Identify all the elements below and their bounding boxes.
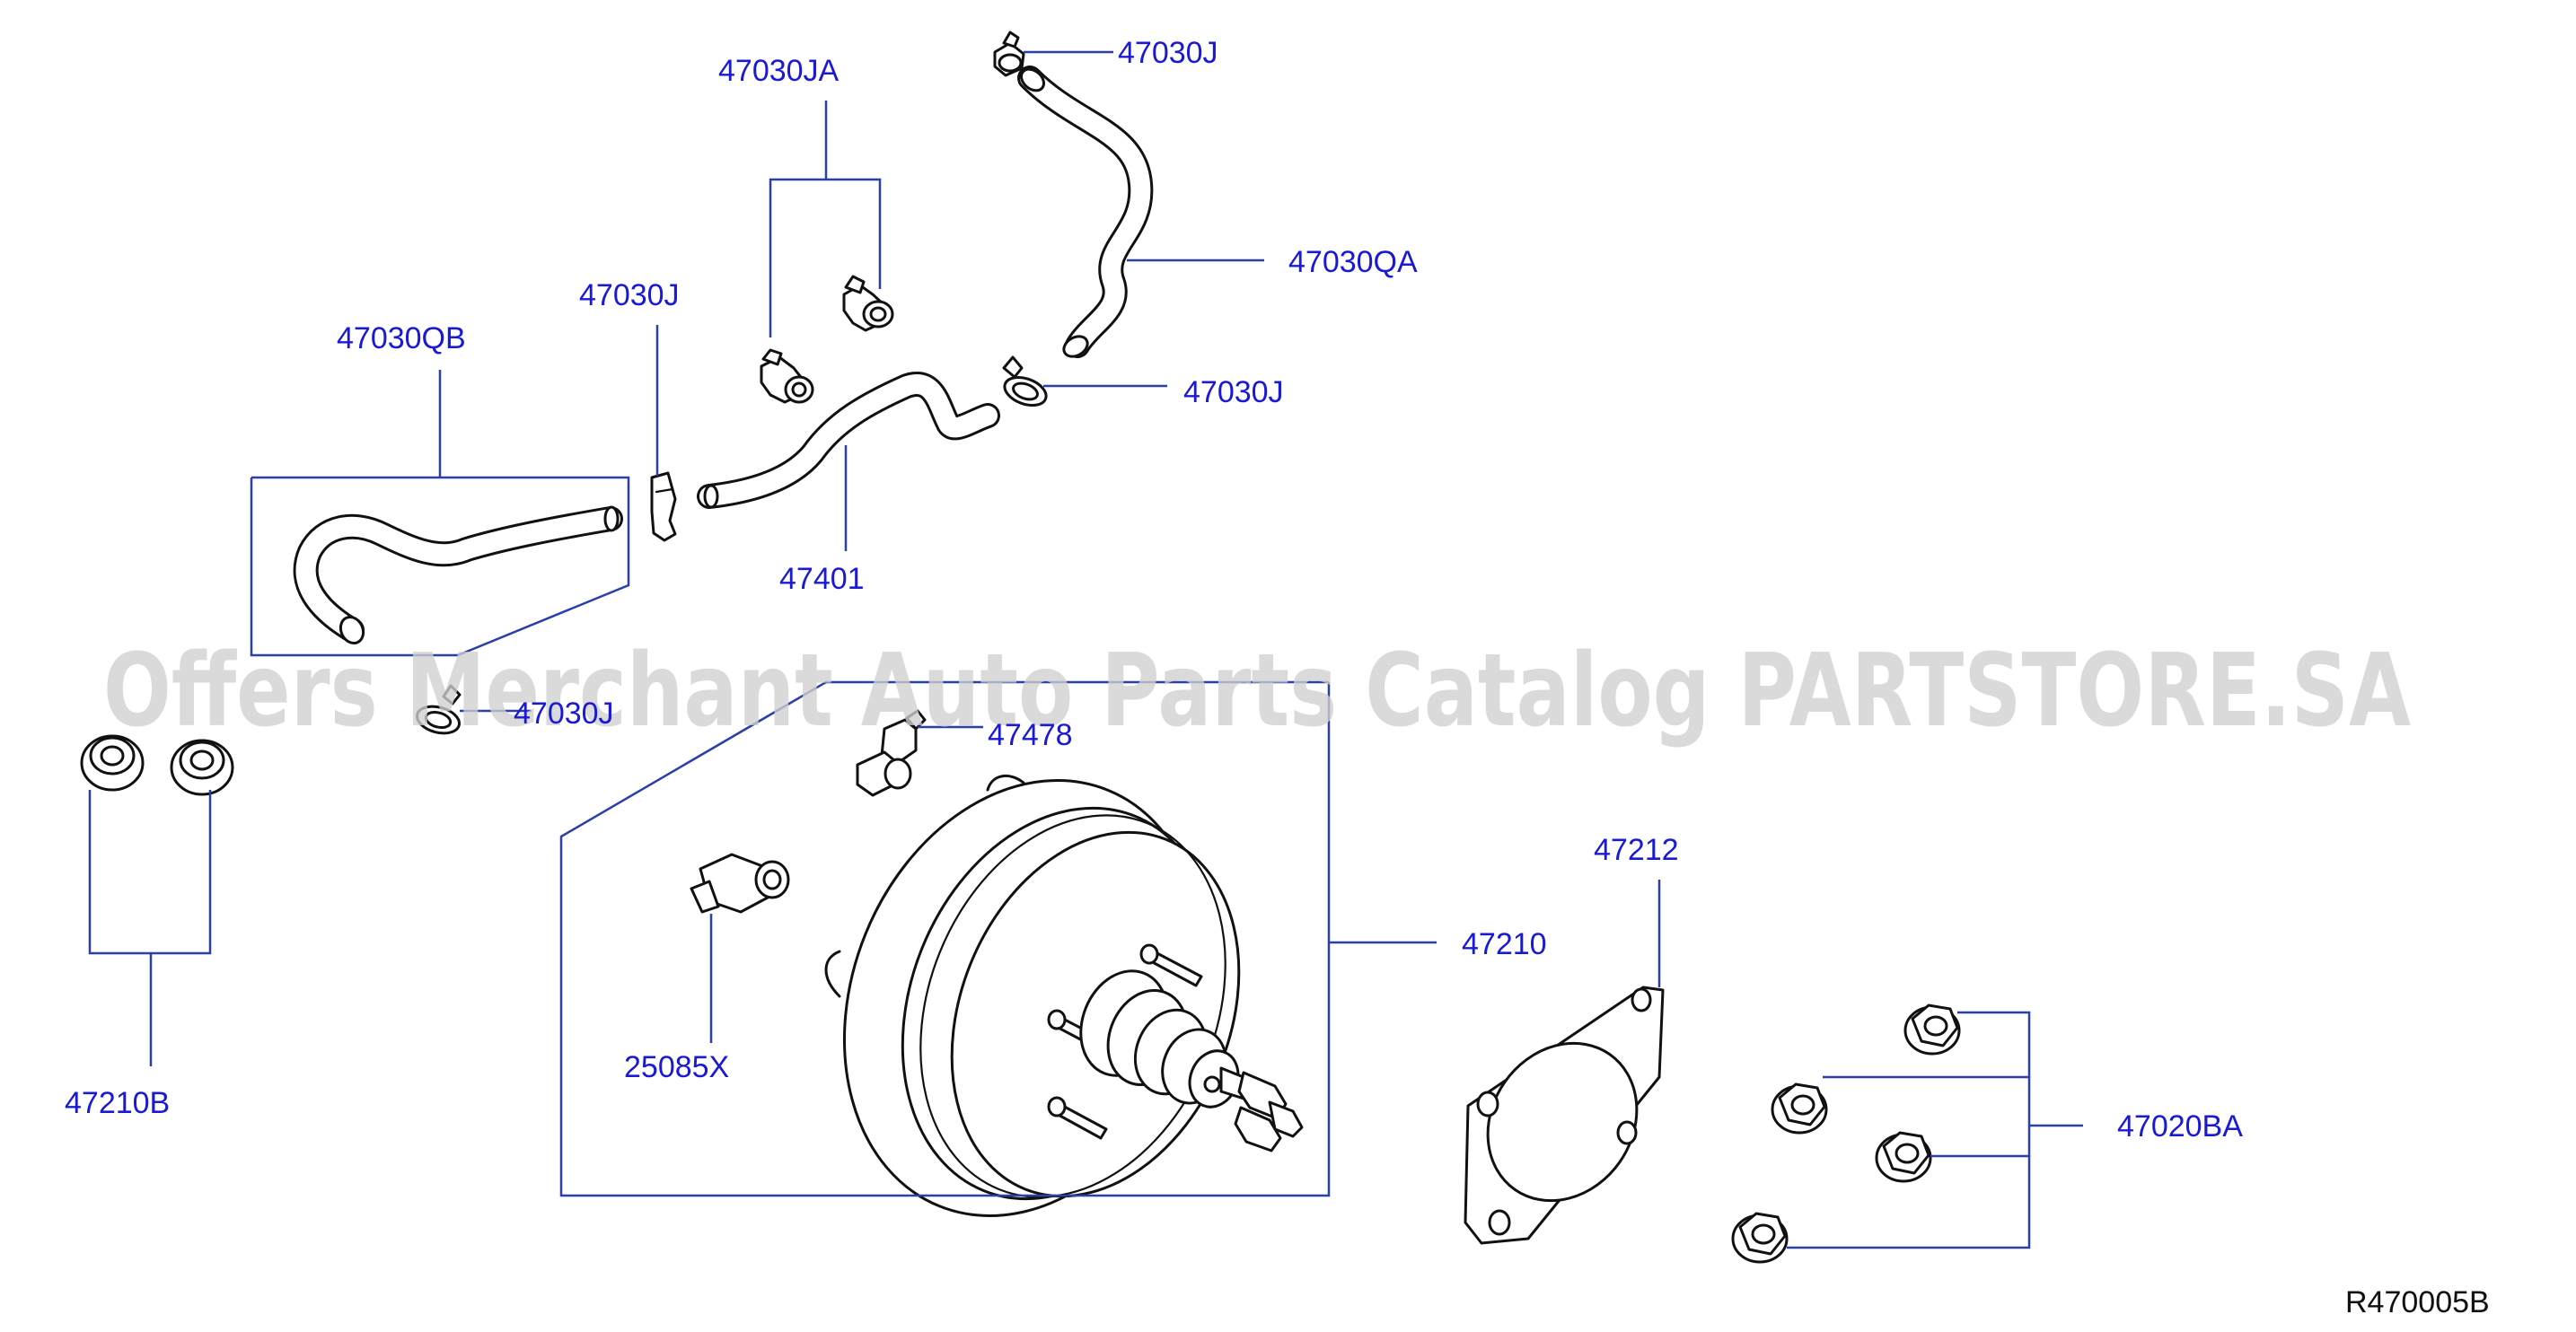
label-47030qb[interactable]: 47030QB bbox=[337, 321, 466, 355]
label-47030qa[interactable]: 47030QA bbox=[1288, 245, 1418, 279]
label-47478[interactable]: 47478 bbox=[988, 718, 1073, 752]
hose-47030qb bbox=[293, 505, 623, 645]
clamp-47030j-left bbox=[650, 471, 677, 542]
nut-47020ba-1 bbox=[1903, 1003, 1961, 1056]
gasket-47212 bbox=[1464, 986, 1665, 1245]
clamp-47030j-mid bbox=[1002, 355, 1048, 407]
label-25085x[interactable]: 25085X bbox=[624, 1050, 729, 1084]
nut-47020ba-4 bbox=[1731, 1212, 1789, 1264]
diagram-reference: R470005B bbox=[2345, 1285, 2490, 1319]
label-47212[interactable]: 47212 bbox=[1594, 833, 1679, 867]
label-47030j-low[interactable]: 47030J bbox=[514, 697, 614, 731]
clamp-47030j-top bbox=[993, 31, 1025, 77]
label-47030ja[interactable]: 47030JA bbox=[718, 54, 840, 88]
grommet-47210b-1 bbox=[80, 734, 145, 792]
label-47030j-top[interactable]: 47030J bbox=[1118, 36, 1218, 70]
label-47020ba[interactable]: 47020BA bbox=[2117, 1109, 2243, 1144]
clamp-47030j-low bbox=[416, 684, 462, 735]
sensor-25085x bbox=[690, 853, 790, 914]
sensor-47478 bbox=[856, 709, 927, 797]
nut-47020ba-3 bbox=[1875, 1131, 1932, 1183]
label-47210[interactable]: 47210 bbox=[1462, 927, 1547, 961]
check-valve-47030ja-right bbox=[842, 275, 894, 332]
label-47401[interactable]: 47401 bbox=[779, 562, 865, 596]
leader-lines bbox=[88, 50, 2083, 1249]
label-47030j-mid[interactable]: 47030J bbox=[1183, 375, 1284, 409]
grommet-47210b-2 bbox=[170, 739, 234, 796]
label-47210b[interactable]: 47210B bbox=[65, 1086, 170, 1120]
watermark: Offers Merchant Auto Parts Catalog PARTS… bbox=[103, 633, 2411, 749]
check-valve-47030ja-left bbox=[760, 348, 814, 404]
hose-47401 bbox=[697, 372, 1000, 509]
hose-47030qa bbox=[1017, 66, 1154, 358]
nut-47020ba-2 bbox=[1771, 1082, 1828, 1135]
label-47030j-left[interactable]: 47030J bbox=[579, 278, 680, 312]
brake-booster-47210 bbox=[824, 775, 1304, 1217]
